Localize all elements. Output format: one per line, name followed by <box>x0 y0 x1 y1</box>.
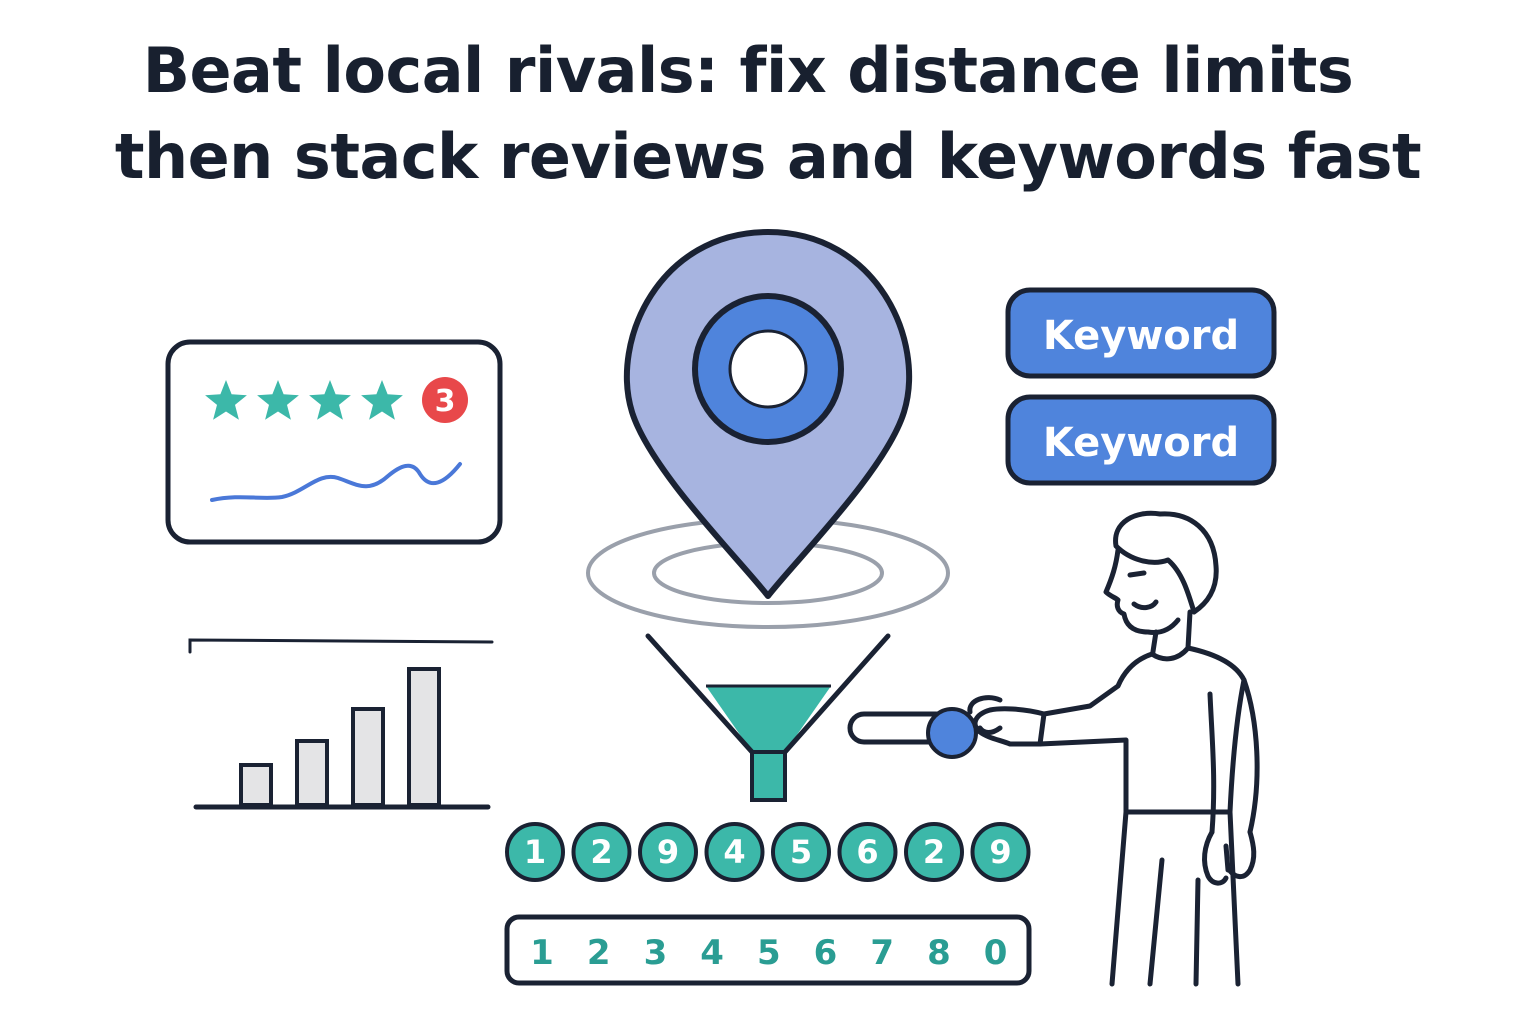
chart-top-line <box>188 638 494 654</box>
rating-stars <box>205 380 403 420</box>
star-icon <box>361 380 403 420</box>
digit-circle: 2 <box>571 822 632 882</box>
headline-line-2: then stack reviews and keywords fast <box>114 120 1422 193</box>
digit-circle-label: 4 <box>723 833 745 871</box>
digit-circle: 5 <box>771 822 831 882</box>
star-icon <box>309 380 351 420</box>
digit-circle-label: 9 <box>657 833 679 871</box>
digit-circle-label: 6 <box>856 833 878 871</box>
digit-circle-label: 2 <box>590 833 612 871</box>
strip-digit: 6 <box>814 933 838 973</box>
star-icon <box>205 380 247 420</box>
digit-circle: 6 <box>837 822 898 882</box>
digit-circle: 1 <box>505 822 565 882</box>
map-pin-icon <box>623 229 913 599</box>
key-icon <box>847 707 978 759</box>
digit-circle-label: 1 <box>524 833 546 871</box>
digit-circle: 9 <box>970 822 1031 882</box>
star-icon <box>257 380 299 420</box>
bar <box>407 667 441 807</box>
headline-line-1: Beat local rivals: fix distance limits <box>142 34 1354 107</box>
strip-digit: 1 <box>530 933 554 973</box>
review-count: 3 <box>435 384 456 419</box>
digit-circle-label: 5 <box>790 833 812 871</box>
bar-chart <box>188 638 494 810</box>
digit-circle-label: 9 <box>989 833 1011 871</box>
digit-circle: 9 <box>638 822 698 882</box>
bar <box>351 707 385 807</box>
headline: Beat local rivals: fix distance limits t… <box>0 28 1536 200</box>
bar <box>295 739 329 807</box>
strip-digit: 7 <box>870 933 894 973</box>
strip-digit: 3 <box>644 933 668 973</box>
digit-circle: 4 <box>704 822 765 882</box>
keyword-button-1[interactable]: Keyword <box>1005 287 1277 379</box>
keyword-button-2[interactable]: Keyword <box>1005 394 1277 486</box>
keyword-button-2-label: Keyword <box>1043 420 1239 466</box>
review-count-badge: 3 <box>422 377 468 423</box>
keyword-button-1-label: Keyword <box>1043 313 1239 359</box>
digit-circle: 2 <box>904 822 964 882</box>
strip-digit: 0 <box>984 933 1008 973</box>
bar <box>239 763 273 807</box>
person-figure <box>967 510 1260 987</box>
review-card: 3 <box>165 339 503 545</box>
digit-circles: 1 2 9 4 5 6 2 9 <box>505 822 1031 882</box>
strip-digit: 2 <box>587 933 611 973</box>
digit-circle-label: 2 <box>923 833 945 871</box>
strip-digit: 4 <box>700 933 724 973</box>
strip-digit: 5 <box>757 933 781 973</box>
strip-digit: 8 <box>927 933 951 973</box>
trend-line <box>210 462 462 502</box>
funnel-icon <box>645 633 891 802</box>
